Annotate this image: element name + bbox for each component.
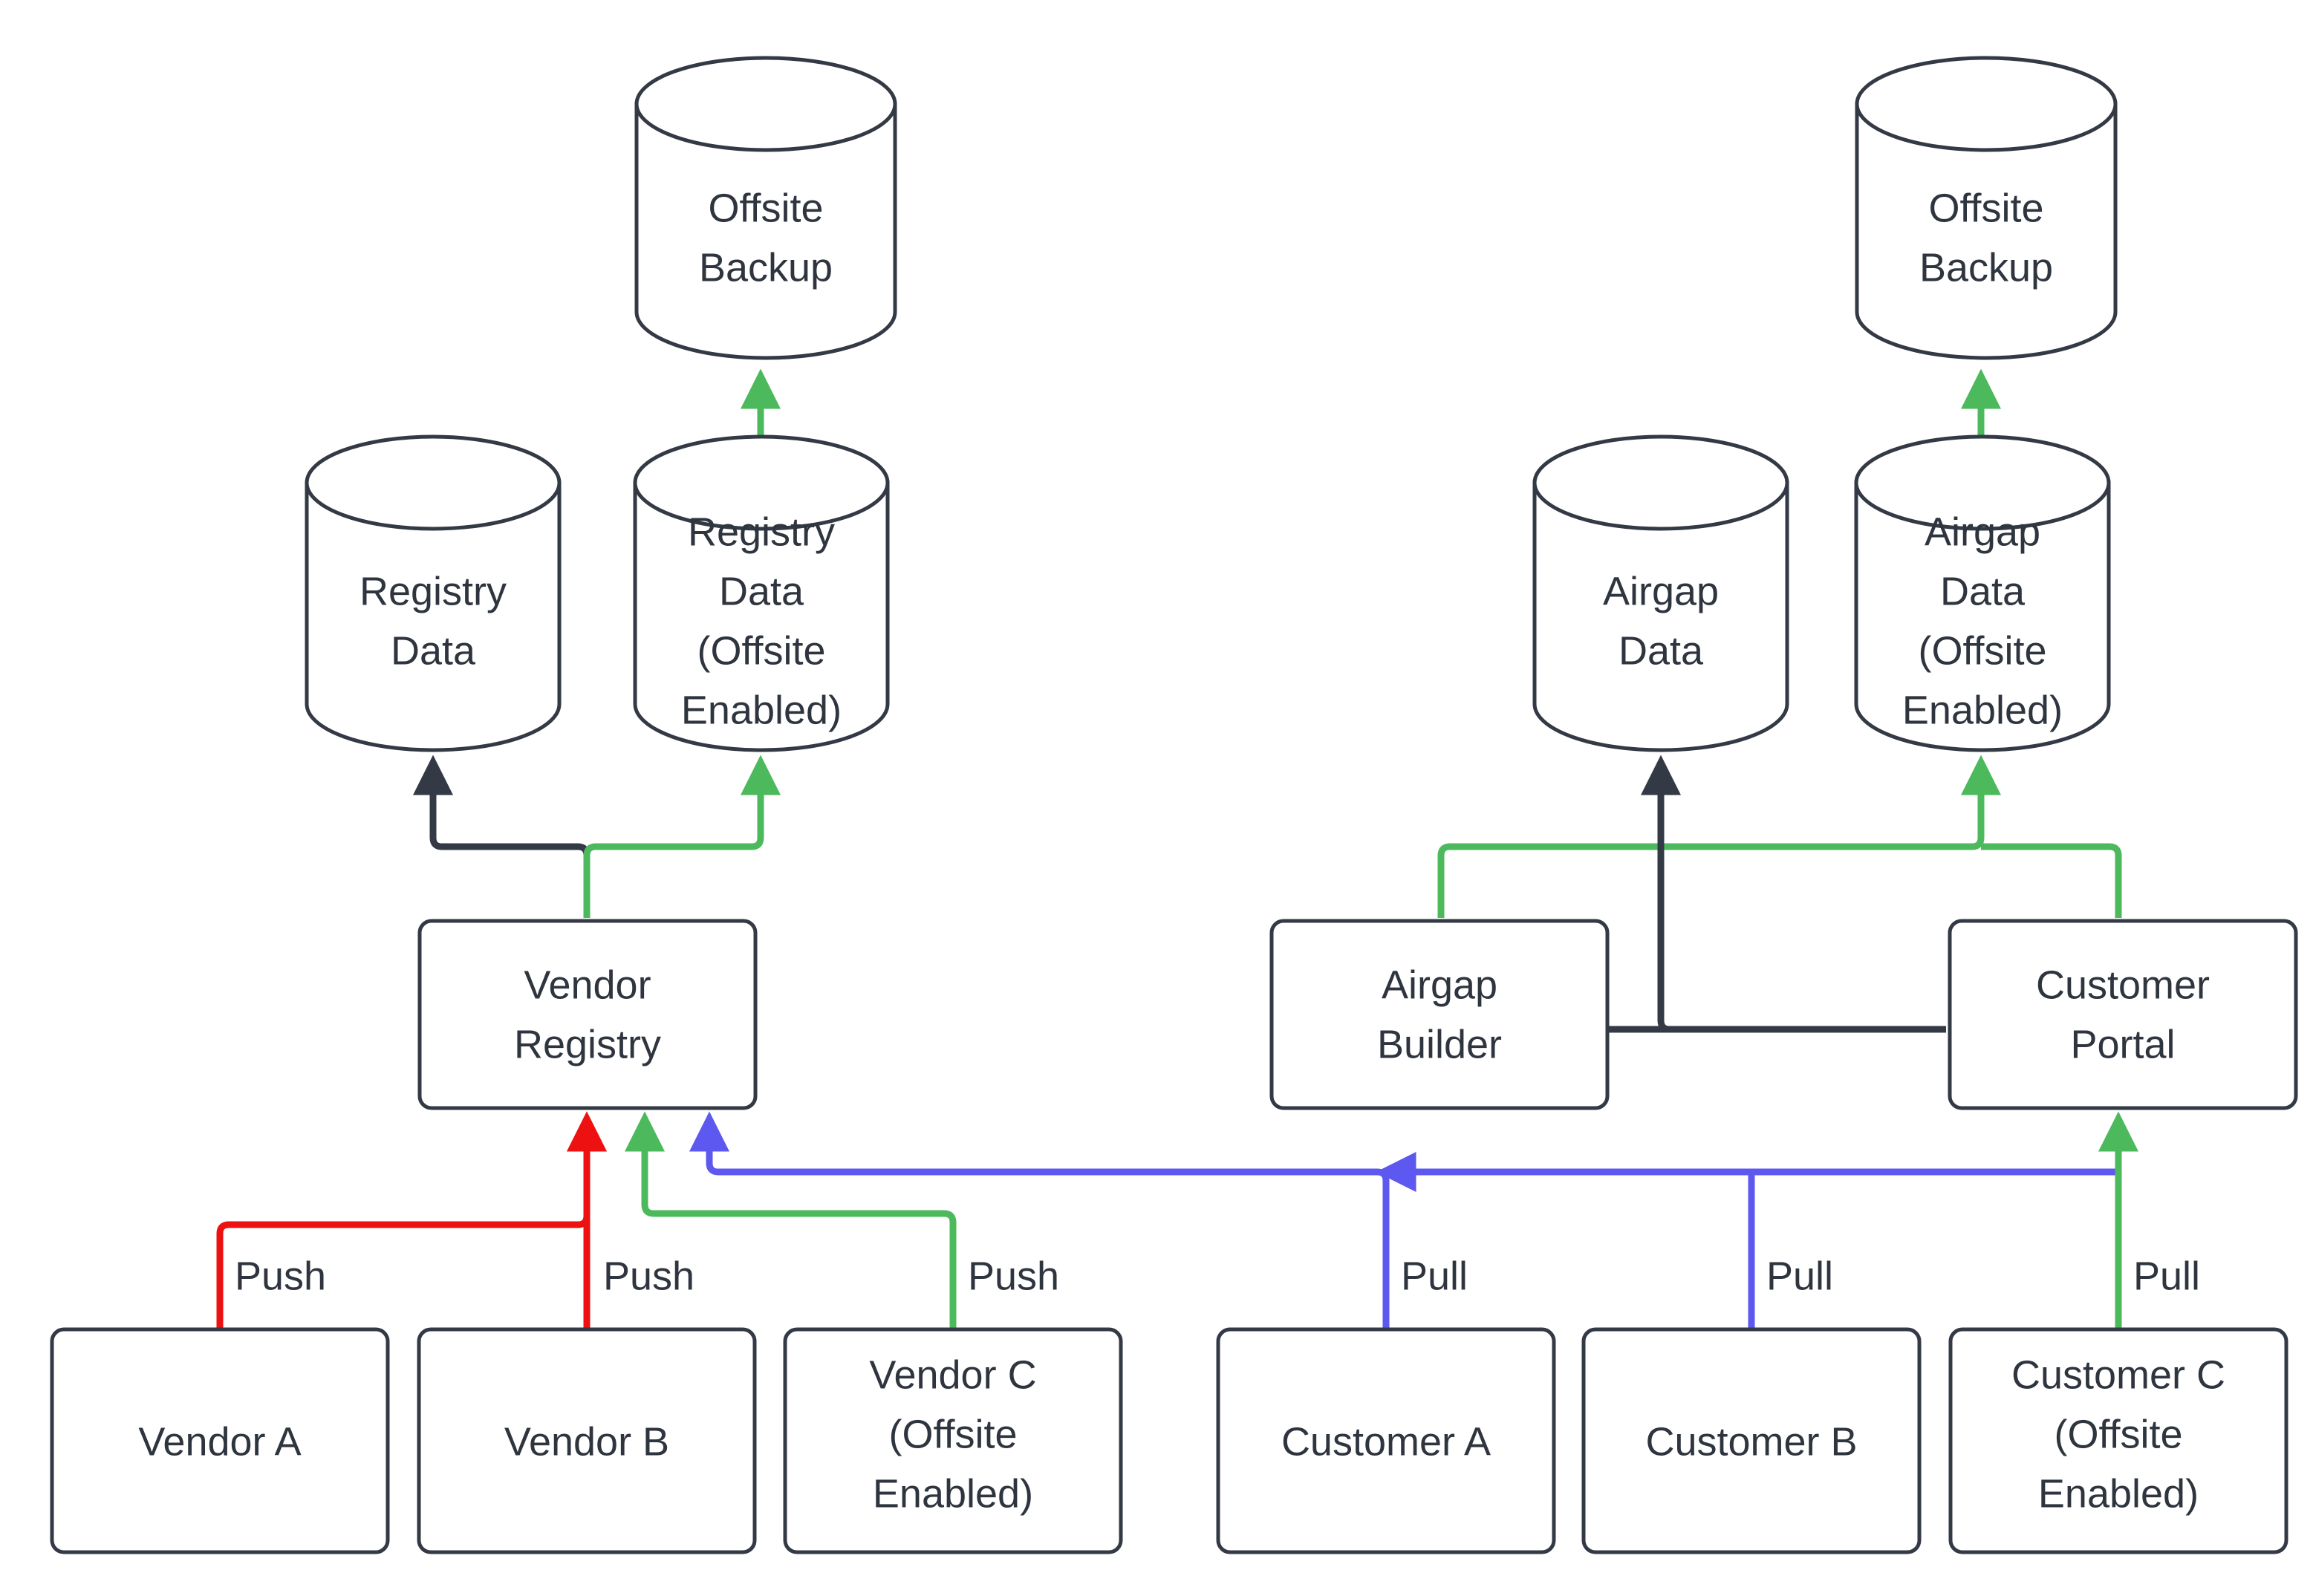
airgap-data-line2: Data bbox=[1619, 628, 1704, 673]
vendor-b-label: Vendor B bbox=[504, 1419, 669, 1464]
node-offsite-backup-left[interactable]: Offsite Backup bbox=[634, 56, 897, 360]
customer-c-line3: Enabled) bbox=[2038, 1471, 2199, 1516]
edge-registry-data-offsite bbox=[583, 755, 781, 918]
node-airgap-data[interactable]: Airgap Data bbox=[1532, 434, 1789, 752]
node-airgap-data-offsite[interactable]: Airgap Data (Offsite Enabled) bbox=[1854, 434, 2111, 752]
registry-data-line1: Registry bbox=[360, 569, 507, 613]
offsite-backup-right-line2: Backup bbox=[1919, 245, 2053, 290]
edge-label-vendor-b-push: Push bbox=[603, 1254, 694, 1298]
offsite-backup-left-line2: Backup bbox=[699, 245, 833, 290]
edge-airgap-data bbox=[1641, 755, 1946, 1033]
registry-data-offsite-line3: (Offsite bbox=[697, 628, 825, 673]
edge-label-vendor-a-push: Push bbox=[235, 1254, 326, 1298]
node-airgap-builder[interactable]: Airgap Builder bbox=[1269, 919, 1610, 1110]
node-customer-a[interactable]: Customer A bbox=[1216, 1327, 1556, 1554]
edge-label-customer-a-pull: Pull bbox=[1401, 1254, 1468, 1298]
edge-label-vendor-c-push: Push bbox=[968, 1254, 1059, 1298]
node-registry-data[interactable]: Registry Data bbox=[305, 434, 562, 752]
customer-b-label: Customer B bbox=[1645, 1419, 1857, 1464]
offsite-backup-right-line1: Offsite bbox=[1928, 186, 2043, 230]
node-customer-c[interactable]: Customer C (Offsite Enabled) bbox=[1948, 1327, 2288, 1554]
edge-registry-data bbox=[413, 755, 591, 918]
registry-data-offsite-line4: Enabled) bbox=[681, 688, 842, 732]
edge-customer-b-pull bbox=[1376, 1152, 1755, 1329]
airgap-data-line1: Airgap bbox=[1603, 569, 1719, 613]
airgap-builder-line1: Airgap bbox=[1382, 963, 1497, 1007]
node-vendor-registry[interactable]: Vendor Registry bbox=[417, 919, 758, 1110]
customer-a-label: Customer A bbox=[1281, 1419, 1491, 1464]
node-customer-portal[interactable]: Customer Portal bbox=[1948, 919, 2298, 1110]
registry-data-line2: Data bbox=[391, 628, 476, 673]
edge-airgap-data-offsite-from-portal bbox=[1981, 843, 2122, 918]
edge-label-customer-c-pull: Pull bbox=[2133, 1254, 2200, 1298]
vendor-registry-line1: Vendor bbox=[524, 963, 651, 1007]
airgap-data-offsite-line4: Enabled) bbox=[1902, 688, 2063, 732]
edge-label-customer-b-pull: Pull bbox=[1766, 1254, 1833, 1298]
node-vendor-c[interactable]: Vendor C (Offsite Enabled) bbox=[783, 1327, 1123, 1554]
airgap-data-offsite-line1: Airgap bbox=[1925, 509, 2040, 554]
vendor-c-line2: (Offsite bbox=[888, 1412, 1017, 1456]
edge-vendor-c-push bbox=[625, 1111, 957, 1329]
edge-airgap-data-offsite-from-builder bbox=[1437, 755, 2001, 918]
node-vendor-a[interactable]: Vendor A bbox=[50, 1327, 390, 1554]
customer-c-line1: Customer C bbox=[2011, 1352, 2225, 1397]
airgap-data-offsite-line2: Data bbox=[1940, 569, 2026, 613]
node-customer-b[interactable]: Customer B bbox=[1581, 1327, 1922, 1554]
customer-portal-line1: Customer bbox=[2036, 963, 2210, 1007]
registry-data-offsite-line2: Data bbox=[719, 569, 804, 613]
vendor-c-line1: Vendor C bbox=[869, 1352, 1036, 1397]
node-registry-data-offsite[interactable]: Registry Data (Offsite Enabled) bbox=[633, 434, 890, 752]
node-offsite-backup-right[interactable]: Offsite Backup bbox=[1855, 56, 2118, 360]
registry-data-offsite-line1: Registry bbox=[688, 509, 835, 554]
customer-c-line2: (Offsite bbox=[2054, 1412, 2182, 1456]
airgap-builder-line2: Builder bbox=[1377, 1022, 1502, 1066]
vendor-a-label: Vendor A bbox=[138, 1419, 301, 1464]
customer-portal-line2: Portal bbox=[2070, 1022, 2175, 1066]
vendor-c-line3: Enabled) bbox=[873, 1471, 1033, 1516]
vendor-registry-line2: Registry bbox=[514, 1022, 661, 1066]
airgap-data-offsite-line3: (Offsite bbox=[1918, 628, 2046, 673]
node-vendor-b[interactable]: Vendor B bbox=[417, 1327, 757, 1554]
offsite-backup-left-line1: Offsite bbox=[708, 186, 823, 230]
